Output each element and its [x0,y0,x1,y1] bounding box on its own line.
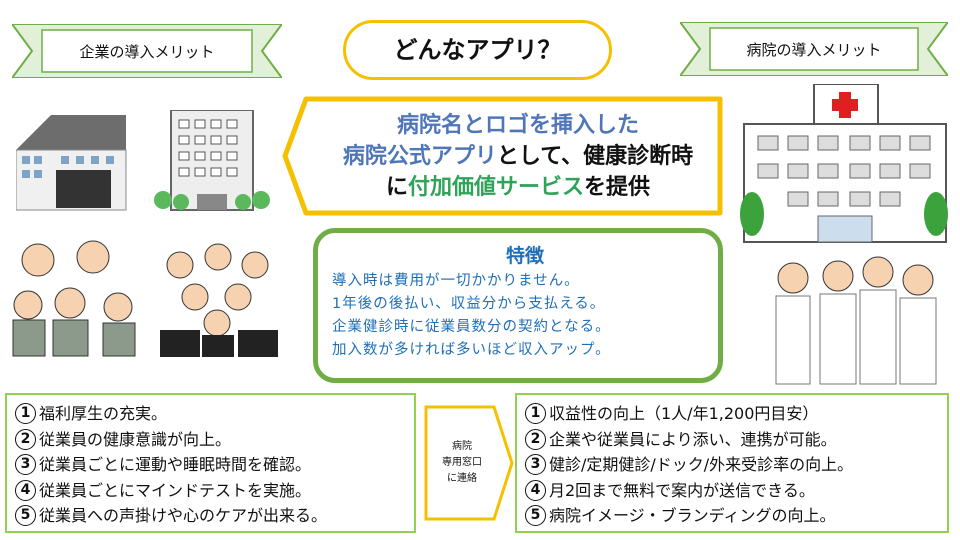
item-text: 従業員の健康意識が向上。 [39,429,232,449]
item-text: 月2回まで無料で案内が送信できる。 [549,480,815,500]
number-badge: 5 [15,505,36,527]
banner-label: 企業の導入メリット [79,43,215,61]
features-title: 特徴 [505,245,544,267]
banner-label: 病院の導入メリット [746,41,882,59]
business-people-illustration [160,243,278,357]
medical-staff-illustration [775,256,937,385]
main-message-callout: 病院名とロゴを挿入した 病院公式アプリとして、健康診断時 に付加価値サービスを提… [282,96,724,216]
message-text: を提供 [584,175,651,200]
arrow-line: に連絡 [447,473,477,484]
hospital-illustration [740,84,948,243]
arrow-line: 専用窓口 [442,457,482,468]
number-badge: 2 [525,428,546,450]
feature-item: 加入数が多ければ多いほど収入アップ。 [332,342,611,358]
arrow-shape [424,405,514,521]
message-line-2: 病院公式アプリとして、健康診断時 [322,141,714,172]
number-badge: 3 [525,454,546,476]
feature-item: 企業健診時に従業員数分の契約となる。 [332,319,611,335]
item-text: 企業や従業員により添い、連携が可能。 [549,429,837,449]
number-badge: 2 [15,428,36,450]
number-badge: 1 [525,403,546,425]
ribbon-shape [680,22,948,76]
item-text: 病院イメージ・ブランディングの向上。 [549,506,836,525]
workers-illustration [12,240,136,357]
arrow-label: 病院 専用窓口 に連絡 [424,439,500,487]
features-box: 特徴 導入時は費用が一切かかりません。 1年後の後払い、収益分から支払える。 企… [313,228,723,383]
office-building-illustration [16,115,127,211]
callout-shape [282,96,723,216]
office-tower-illustration [154,110,270,211]
highlight-value-added-service: 付加価値サービス [407,175,584,200]
company-benefits-banner: 企業の導入メリット [12,24,282,78]
hospital-benefits-banner: 病院の導入メリット [680,22,948,76]
item-text: 収益性の向上（1人/年1,200円目安） [549,404,819,423]
number-badge: 3 [15,454,36,476]
message-text: に [385,175,408,200]
number-badge: 4 [525,479,546,501]
feature-item: 1年後の後払い、収益分から支払える。 [332,296,606,312]
feature-item: 導入時は費用が一切かかりません。 [332,273,580,289]
highlight-official-app: 病院公式アプリ [342,144,497,169]
page-title: どんなアプリ？ [343,20,612,80]
item-text: 従業員ごとに運動や睡眠時間を確認。 [39,455,312,474]
number-badge: 4 [15,479,36,501]
number-badge: 1 [15,403,36,425]
item-text: 健診/定期健診/ドック/外来受診率の向上。 [549,455,854,474]
item-text: 従業員への声掛けや心のケアが出来る。 [39,506,328,525]
arrow-line: 病院 [452,441,472,452]
message-line-3: に付加価値サービスを提供 [322,172,714,203]
contact-hospital-arrow: 病院 専用窓口 に連絡 [424,405,514,521]
item-text: 福利厚生の充実。 [39,404,168,423]
number-badge: 5 [525,505,546,527]
item-text: 従業員ごとにマインドテストを実施。 [39,480,312,500]
message-text: として、健康診断時 [496,144,694,169]
message-line-1: 病院名とロゴを挿入した [396,113,639,138]
ribbon-shape [12,24,282,78]
